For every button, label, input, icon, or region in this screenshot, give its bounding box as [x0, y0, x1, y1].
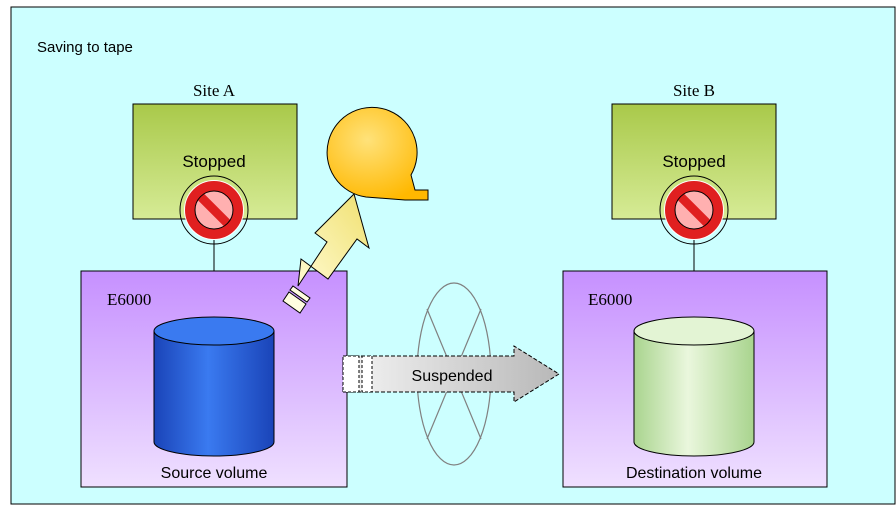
site-a-label: Site A	[193, 81, 236, 100]
site-a-server-status: Stopped	[182, 152, 245, 171]
site-b-label: Site B	[673, 81, 715, 100]
prohibit-icon	[659, 175, 729, 245]
site-a-storage-label: E6000	[107, 290, 151, 309]
site-b-server-status: Stopped	[662, 152, 725, 171]
suspended-copy-arrow	[342, 345, 560, 403]
database-icon	[153, 316, 275, 457]
site-b-storage-label: E6000	[588, 290, 632, 309]
diagram-title: Saving to tape	[37, 39, 133, 56]
database-icon	[633, 316, 755, 457]
copy-status-label: Suspended	[412, 368, 493, 385]
destination-volume-label: Destination volume	[626, 465, 762, 482]
tape-icon	[326, 106, 429, 201]
backup-arrow-icon	[282, 193, 370, 314]
prohibit-icon	[179, 175, 249, 245]
source-volume-label: Source volume	[161, 465, 268, 482]
